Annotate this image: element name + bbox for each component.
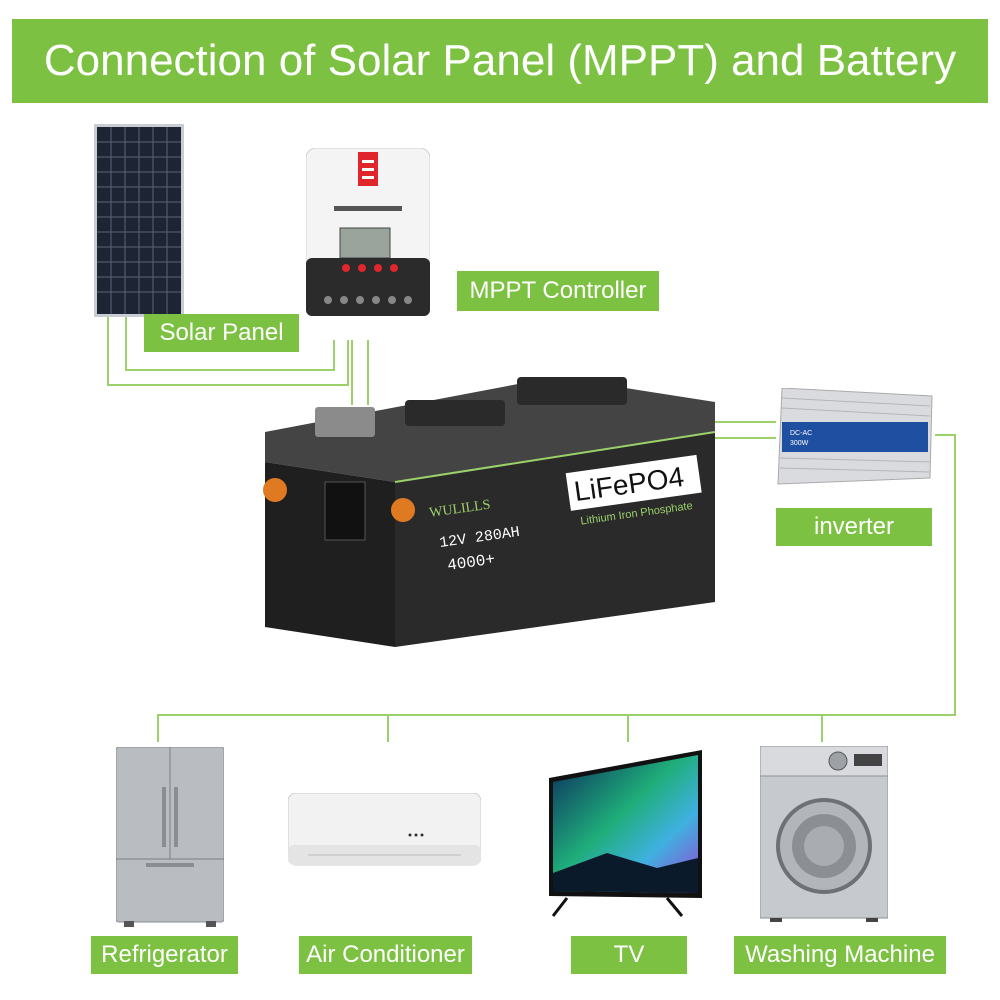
- inverter-label: inverter: [776, 508, 932, 546]
- solar-panel-label: Solar Panel: [144, 314, 299, 352]
- inverter-power: 300W: [790, 440, 809, 447]
- refrigerator-label: Refrigerator: [91, 936, 238, 974]
- mppt-controller-label: MPPT Controller: [457, 271, 659, 311]
- wire-solar-to-mppt-1: [107, 315, 349, 386]
- washing-machine-icon: [760, 746, 888, 922]
- air-conditioner-icon: [288, 793, 481, 866]
- wire-inverter-to-loads: [157, 434, 956, 742]
- refrigerator-icon: [116, 747, 224, 927]
- air-conditioner-label: Air Conditioner: [299, 936, 472, 974]
- inverter-icon: DC-AC 300W: [777, 388, 933, 485]
- wire-solar-to-mppt-2: [125, 315, 335, 371]
- inverter-model: DC-AC: [790, 430, 812, 437]
- tv-label: TV: [571, 936, 687, 974]
- page-title: Connection of Solar Panel (MPPT) and Bat…: [12, 19, 988, 103]
- solar-panel-icon: [94, 124, 184, 317]
- mppt-controller-icon: [306, 148, 430, 316]
- battery-icon: WULILLS 12V 280AH 4000+ LiFePO4 Lithium …: [263, 377, 716, 647]
- tv-icon: [549, 750, 702, 917]
- washing-machine-label: Washing Machine: [734, 936, 946, 974]
